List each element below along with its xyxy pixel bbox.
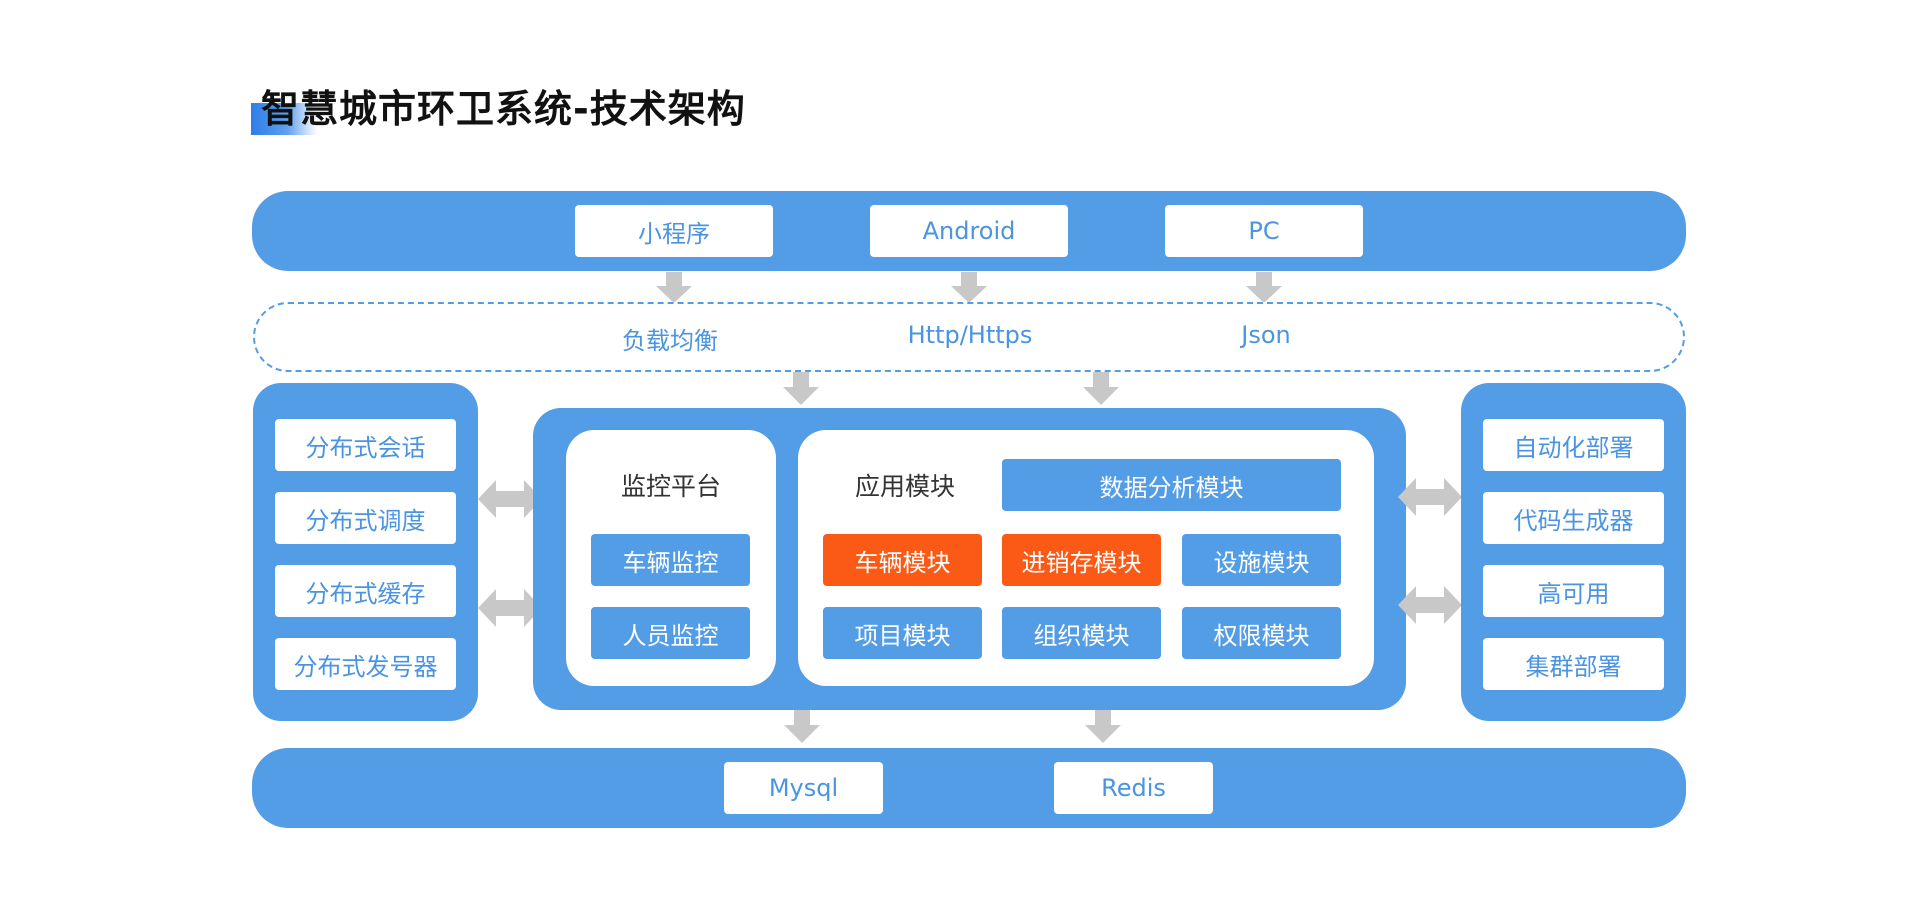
module-inventory[interactable]: 进销存模块 <box>1002 534 1161 586</box>
client-pc[interactable]: PC <box>1165 205 1363 257</box>
module-vehicle[interactable]: 车辆模块 <box>823 534 982 586</box>
gateway-json: Json <box>1241 321 1291 349</box>
monitor-title: 监控平台 <box>620 472 721 501</box>
down-arrow-icon <box>783 372 819 405</box>
down-arrow-icon <box>1083 372 1119 405</box>
monitor-vehicle[interactable]: 车辆监控 <box>591 534 750 586</box>
right-item-auto-deploy[interactable]: 自动化部署 <box>1483 419 1664 471</box>
client-android[interactable]: Android <box>870 205 1068 257</box>
title-text: 智慧城市环卫系统-技术架构 <box>261 87 746 131</box>
down-arrow-icon <box>1085 710 1121 743</box>
storage-layer <box>252 748 1686 828</box>
app-title: 应用模块 <box>854 472 955 501</box>
storage-redis[interactable]: Redis <box>1054 762 1213 814</box>
left-item-cache[interactable]: 分布式缓存 <box>275 565 456 617</box>
module-permission[interactable]: 权限模块 <box>1182 607 1341 659</box>
title-accent-bar <box>251 103 317 135</box>
right-item-cluster-deploy[interactable]: 集群部署 <box>1483 638 1664 690</box>
right-item-high-availability[interactable]: 高可用 <box>1483 565 1664 617</box>
double-arrow-icon <box>478 480 542 518</box>
gateway-layer <box>253 302 1685 372</box>
down-arrow-icon <box>656 272 692 303</box>
down-arrow-icon <box>951 272 987 303</box>
right-item-code-generator[interactable]: 代码生成器 <box>1483 492 1664 544</box>
double-arrow-icon <box>1398 478 1462 516</box>
double-arrow-icon <box>1398 586 1462 624</box>
left-item-scheduler[interactable]: 分布式调度 <box>275 492 456 544</box>
module-organization[interactable]: 组织模块 <box>1002 607 1161 659</box>
client-miniprogram[interactable]: 小程序 <box>575 205 773 257</box>
double-arrow-icon <box>478 589 542 627</box>
module-data-analysis[interactable]: 数据分析模块 <box>1002 459 1341 511</box>
monitor-personnel[interactable]: 人员监控 <box>591 607 750 659</box>
gateway-load-balance: 负载均衡 <box>622 327 718 355</box>
module-facility[interactable]: 设施模块 <box>1182 534 1341 586</box>
module-project[interactable]: 项目模块 <box>823 607 982 659</box>
storage-mysql[interactable]: Mysql <box>724 762 883 814</box>
down-arrow-icon <box>784 710 820 743</box>
down-arrow-icon <box>1246 272 1282 303</box>
page-title: 智慧城市环卫系统-技术架构 <box>251 81 746 141</box>
left-item-id-generator[interactable]: 分布式发号器 <box>275 638 456 690</box>
left-item-session[interactable]: 分布式会话 <box>275 419 456 471</box>
gateway-http: Http/Https <box>907 321 1033 349</box>
